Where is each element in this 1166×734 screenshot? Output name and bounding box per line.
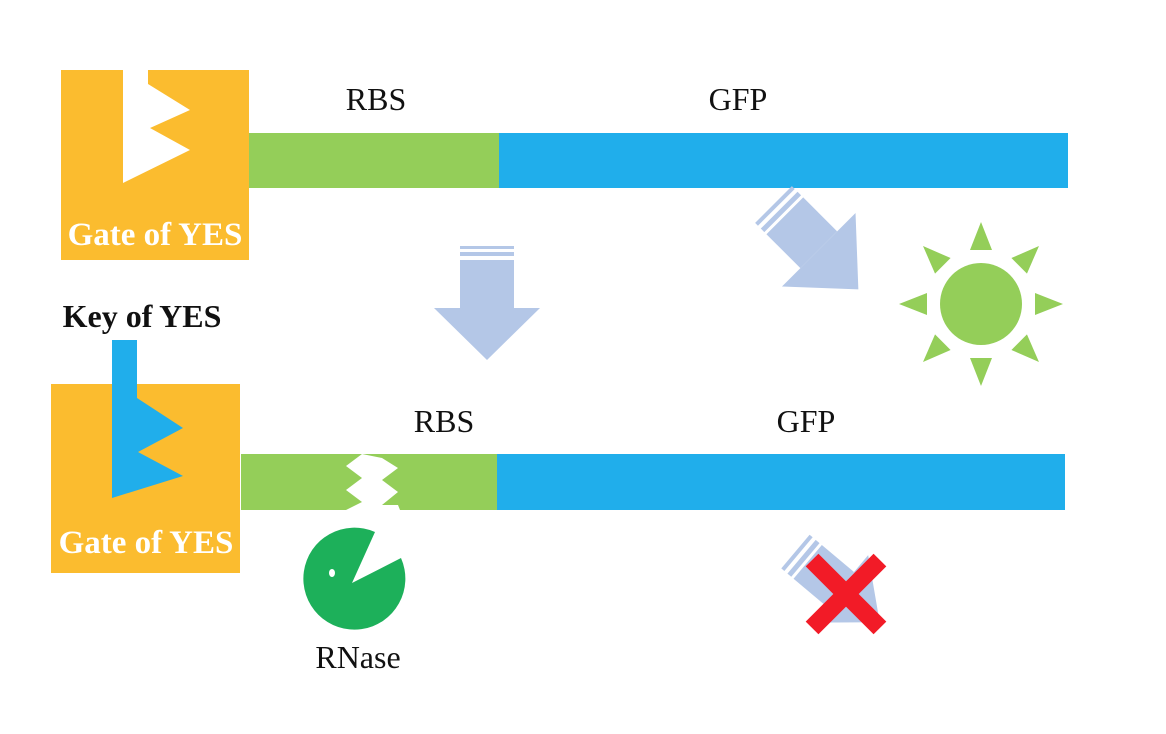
top-rbs-bar: [249, 133, 499, 188]
top-construct: Gate of YES RBS GFP: [61, 70, 1068, 260]
bottom-gfp-bar: [497, 454, 1065, 510]
down-arrow-icon: [434, 246, 540, 360]
top-gfp-bar: [499, 133, 1068, 188]
yes-key-icon: [112, 340, 183, 498]
bottom-construct: Key of YES Gate of YES RBS GFP: [51, 298, 1065, 573]
top-gate-label: Gate of YES: [68, 217, 243, 253]
red-cross-icon: [805, 553, 887, 635]
bottom-rbs-cut-right: [362, 454, 497, 510]
diagonal-arrow-top: [755, 186, 859, 290]
bottom-rbs-left-fragment: [241, 454, 318, 510]
rnase-label: RNase: [315, 639, 400, 675]
top-gfp-label: GFP: [709, 81, 768, 117]
yes-gate-notch-icon: [123, 70, 190, 183]
key-label: Key of YES: [63, 298, 222, 334]
bottom-rbs-label: RBS: [414, 403, 474, 439]
top-rbs-label: RBS: [346, 81, 406, 117]
bottom-gfp-label: GFP: [777, 403, 836, 439]
bottom-gate-label: Gate of YES: [59, 525, 234, 561]
bottom-rbs-cut-left: [318, 454, 362, 510]
rnase-pacman-icon: [303, 527, 406, 630]
sun-icon: [899, 222, 1063, 386]
